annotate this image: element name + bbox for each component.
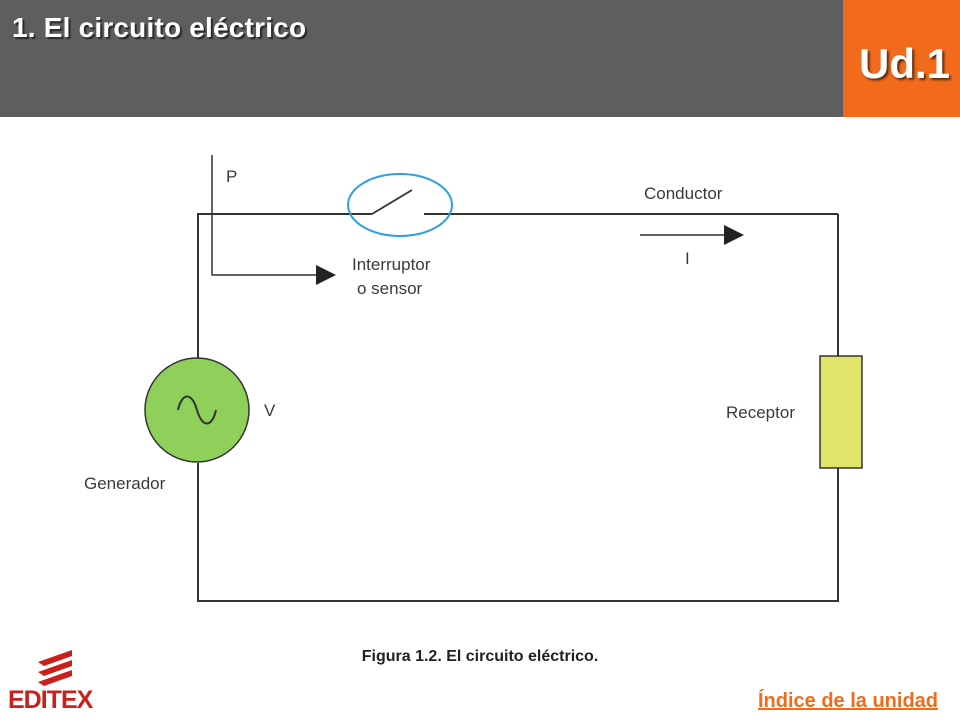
switch-label-line1: Interruptor: [352, 255, 431, 274]
conductor-label: Conductor: [644, 184, 723, 203]
circuit-wires: [197, 213, 839, 602]
unit-badge: Ud.1: [843, 0, 960, 117]
editex-logo: EDITEX: [8, 646, 108, 714]
wire-bottom: [197, 463, 839, 602]
receptor-label: Receptor: [726, 403, 795, 422]
receptor-symbol: [819, 355, 863, 469]
figure-caption: Figura 1.2. El circuito eléctrico.: [361, 648, 599, 665]
editex-logo-text: EDITEX: [8, 686, 93, 714]
power-arrow: [211, 155, 336, 285]
generator-label: Generador: [84, 474, 166, 493]
wire-top-left: [197, 213, 372, 358]
voltage-label: V: [264, 401, 276, 420]
circuit-diagram: P Interruptor o sensor Conductor I V Gen…: [84, 155, 863, 602]
current-label: I: [685, 249, 690, 268]
switch-label-line2: o sensor: [357, 279, 423, 298]
unit-index-link[interactable]: Índice de la unidad: [757, 690, 938, 712]
ac-wave-icon: [177, 395, 217, 425]
unit-label: Ud.1: [858, 40, 950, 87]
editex-logo-icon: [38, 650, 72, 686]
slide-header: 1. El circuito eléctrico: [0, 0, 843, 117]
power-label: P: [226, 167, 237, 186]
switch-symbol: [347, 173, 453, 237]
current-arrow: [640, 225, 744, 245]
slide-title: 1. El circuito eléctrico: [12, 12, 307, 43]
generator-symbol: [144, 357, 250, 463]
